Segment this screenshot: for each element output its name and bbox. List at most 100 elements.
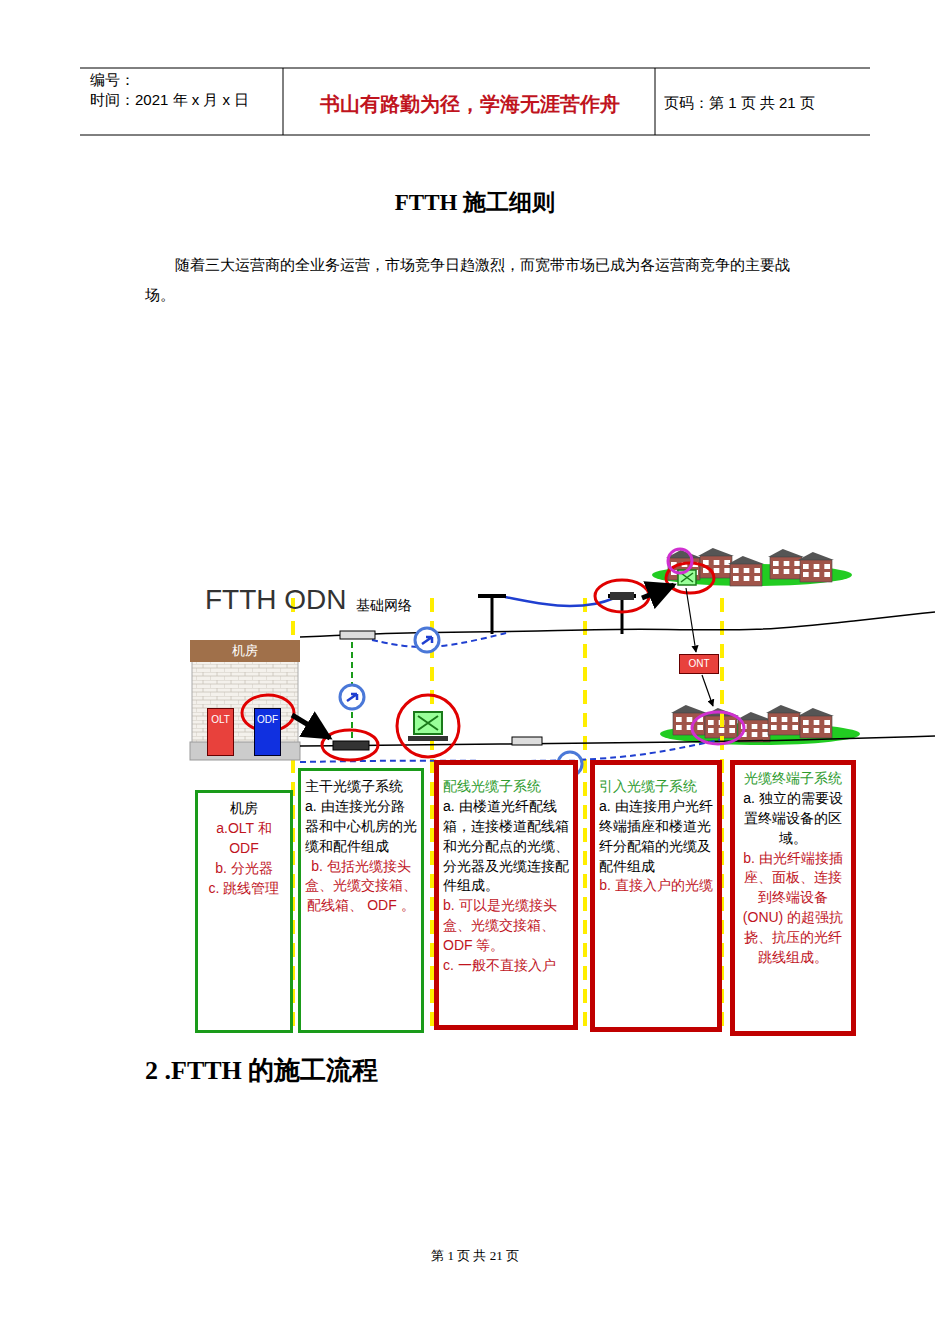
- house-window: [814, 564, 820, 569]
- pole: [621, 596, 624, 634]
- header-divider: [283, 68, 284, 135]
- pole-arm: [478, 594, 506, 598]
- highlight-ring: [397, 695, 459, 757]
- node-text: a. 由连接用户光纤终端插座和楼道光纤分配箱的光缆及配件组成: [599, 797, 713, 877]
- house-icon: [698, 548, 734, 578]
- splice-closure: [610, 592, 634, 600]
- subsystem-box: 机房a.OLT 和 ODFb. 分光器c. 跳线管理: [195, 790, 293, 1033]
- house-icon: [728, 556, 764, 586]
- subsystem-box: 主干光缆子系统a. 由连接光分路器和中心机房的光缆和配件组成b. 包括光缆接头盒…: [298, 768, 424, 1033]
- house-window: [814, 728, 820, 733]
- building: 机房 OLT ODF: [190, 641, 300, 730]
- house-window: [773, 569, 779, 574]
- node-heading: 机房: [201, 799, 287, 819]
- house-wall: [800, 716, 832, 738]
- page-title: FTTH 施工细则: [275, 188, 675, 218]
- house-window: [824, 572, 830, 577]
- house-window: [754, 576, 760, 581]
- house-roof: [798, 552, 834, 560]
- olt-cabinet: OLT: [207, 708, 234, 756]
- house-window: [824, 720, 830, 725]
- house-window: [784, 569, 790, 574]
- header-cell: 编号：: [90, 70, 270, 90]
- house-window: [754, 568, 760, 573]
- subsystem-box: 配线光缆子系统a. 由楼道光纤配线箱，连接楼道配线箱和光分配点的光缆、分光器及光…: [434, 760, 578, 1030]
- building-roof: [190, 640, 300, 662]
- splice-closure: [340, 631, 375, 639]
- node-text: b. 分光器: [201, 859, 287, 879]
- underground-cable: [300, 736, 935, 746]
- house-window: [714, 568, 720, 573]
- node-heading: 光缆终端子系统: [739, 769, 847, 789]
- house-window: [814, 720, 820, 725]
- house-window: [744, 576, 750, 581]
- diagram-heading: FTTH ODN: [205, 582, 355, 618]
- house-window: [708, 728, 714, 733]
- house-icon: [766, 705, 802, 735]
- house-window: [803, 728, 809, 733]
- house-window: [792, 725, 798, 730]
- house-window: [814, 572, 820, 577]
- node-text: b. 包括光缆接头盒、光缆交接箱、配线箱、 ODF 。: [305, 857, 417, 917]
- house-window: [724, 560, 730, 565]
- house-roof: [768, 549, 804, 557]
- section-heading: 2 .FTTH 的施工流程: [145, 1054, 545, 1088]
- node-heading: 引入光缆子系统: [599, 777, 713, 797]
- house-wall: [768, 713, 800, 735]
- thick-arrow: [292, 715, 330, 738]
- node-heading: ODF: [255, 713, 280, 727]
- house-roof: [728, 556, 764, 564]
- house-window: [729, 720, 735, 725]
- house-window: [697, 725, 703, 730]
- house-window: [803, 572, 809, 577]
- node-heading: 配线光缆子系统: [443, 777, 569, 797]
- house-window: [794, 569, 800, 574]
- house-window: [792, 717, 798, 722]
- header-motto: 书山有路勤为径，学海无涯苦作舟: [290, 91, 650, 117]
- house-window: [771, 725, 777, 730]
- house-window: [762, 724, 768, 729]
- aerial-cable: [300, 612, 935, 637]
- house-wall: [770, 557, 802, 579]
- house-window: [733, 568, 739, 573]
- intro-paragraph: 随着三大运营商的全业务运营，市场竞争日趋激烈，而宽带市场已成为各运营商竞争的主要…: [145, 250, 813, 310]
- section-divider: [583, 598, 587, 1030]
- node-text: b. 可以是光缆接头盒、光缆交接箱、ODF 等。: [443, 896, 569, 956]
- house-icon: [736, 712, 772, 742]
- house-window: [782, 725, 788, 730]
- highlight-ring: [322, 730, 378, 760]
- node-text: c. 跳线管理: [201, 879, 287, 899]
- node-heading: ONT: [680, 657, 718, 671]
- house-window: [724, 568, 730, 573]
- house-roof: [798, 708, 834, 716]
- node-text: a. 独立的需要设置终端设备的区域。: [739, 789, 847, 849]
- node-heading: OLT: [208, 713, 233, 727]
- house-window: [744, 568, 750, 573]
- splice-closure: [512, 737, 542, 745]
- node-text: b. 直接入户的光缆: [599, 876, 713, 896]
- subsystem-box: 光缆终端子系统a. 独立的需要设置终端设备的区域。b. 由光纤端接插座、面板、连…: [730, 760, 856, 1036]
- house-icon: [671, 705, 707, 735]
- house-window: [676, 725, 682, 730]
- house-window: [824, 728, 830, 733]
- cross-box: [414, 712, 442, 734]
- house-roof: [698, 548, 734, 556]
- direction-arrow: [347, 694, 357, 701]
- highlight-ring: [668, 549, 692, 573]
- house-roof: [671, 705, 707, 713]
- thick-arrow: [642, 585, 674, 598]
- direction-circle: [340, 685, 364, 709]
- pole: [491, 596, 494, 634]
- node-heading: 机房: [191, 642, 299, 660]
- header-divider: [655, 68, 656, 135]
- house-window: [784, 561, 790, 566]
- header-cell: 页码：第 1 页 共 21 页: [664, 93, 869, 113]
- house-roof: [766, 705, 802, 713]
- house-window: [733, 576, 739, 581]
- header-cell: 时间：2021 年 x 月 x 日: [90, 90, 280, 110]
- house-window: [687, 717, 693, 722]
- house-window: [803, 564, 809, 569]
- house-icon: [798, 708, 834, 738]
- odf-cabinet: ODF: [254, 708, 281, 756]
